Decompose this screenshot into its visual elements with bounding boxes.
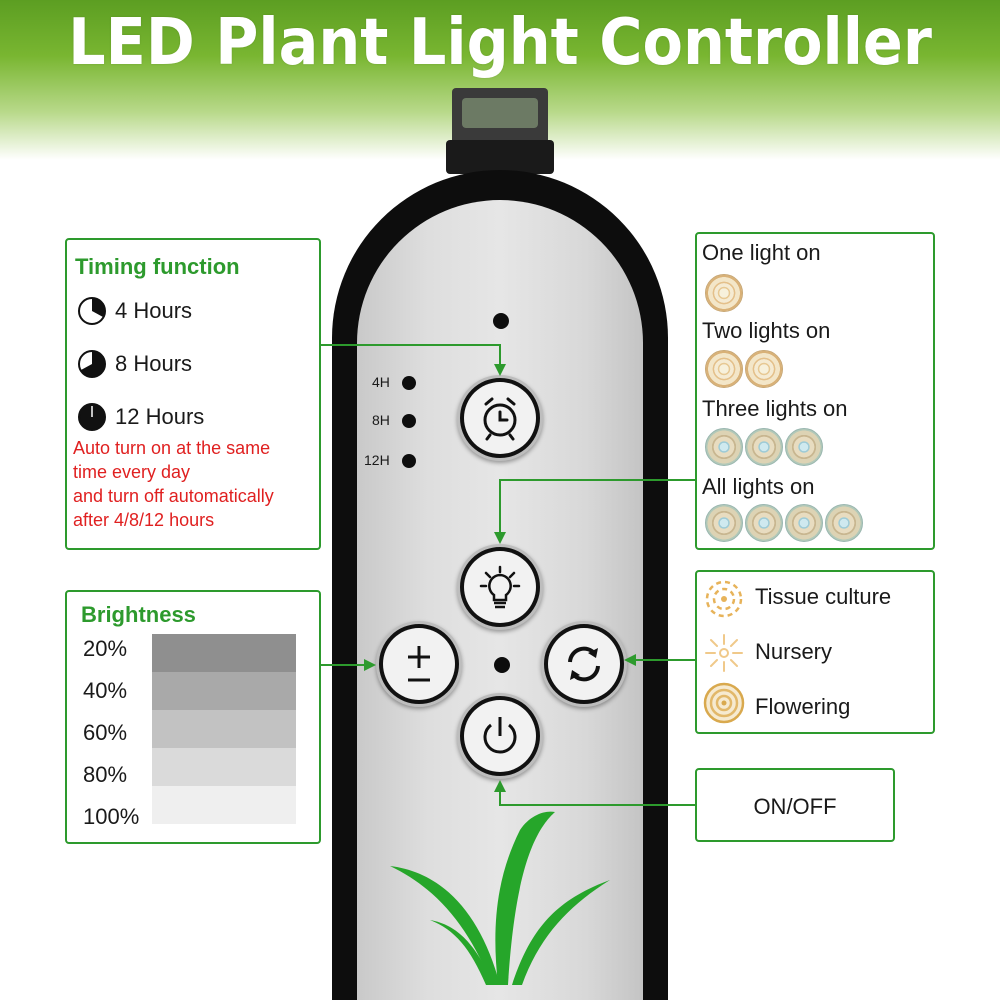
brightness-level-40: 40%	[83, 678, 128, 703]
brightness-level-100: 100%	[83, 804, 140, 829]
timing-panel: Timing function 4 Hours 8 Hours 12 Hours…	[65, 238, 321, 550]
clock-12h-icon	[78, 403, 106, 431]
mode-label-tissue-culture: Tissue culture	[755, 584, 892, 609]
led-cool	[785, 428, 823, 466]
led-warm	[705, 350, 743, 388]
power-icon	[483, 717, 517, 754]
page-title: LED Plant Light Controller	[68, 6, 932, 80]
brightness-level-80: 80%	[83, 762, 128, 787]
brightness-swatch-60	[152, 710, 296, 748]
led-warm	[705, 274, 743, 312]
light-count-button[interactable]	[457, 544, 543, 630]
led-warm	[745, 350, 783, 388]
light-count-label-one: One light on	[702, 240, 821, 265]
brightness-swatch-100	[152, 786, 296, 824]
timing-note-line-2: time every day	[73, 462, 191, 482]
timer-label-4h: 4H	[372, 374, 390, 390]
light-count-label-all: All lights on	[702, 474, 815, 499]
clock-4h-icon	[78, 297, 106, 325]
led-cool	[825, 504, 863, 542]
flowering-icon	[703, 682, 745, 724]
light-count-button-face	[464, 551, 536, 623]
plus-minus-icon	[408, 646, 430, 682]
light-count-panel: One light on Two lights on Three lights …	[695, 232, 935, 550]
onoff-panel: ON/OFF	[695, 768, 895, 842]
timing-note-line-4: after 4/8/12 hours	[73, 510, 215, 530]
mode-panel: Tissue culture Nursery Flowering	[695, 570, 935, 734]
mode-label-nursery: Nursery	[755, 639, 833, 664]
light-row-all	[705, 504, 863, 542]
power-button[interactable]	[457, 693, 543, 779]
timer-label-8h: 8H	[372, 412, 390, 428]
led-cool	[745, 504, 783, 542]
timer-label-12h: 12H	[364, 452, 390, 468]
center-indicator-dot	[494, 657, 510, 673]
cable-collar	[446, 140, 554, 174]
light-count-label-two: Two lights on	[702, 318, 831, 343]
timing-option-4h: 4 Hours	[115, 298, 193, 323]
brightness-heading: Brightness	[81, 602, 196, 627]
mode-cycle-button[interactable]	[541, 621, 627, 707]
timing-note-line-1: Auto turn on at the same	[73, 438, 271, 458]
brightness-button[interactable]	[376, 621, 462, 707]
timer-button[interactable]	[457, 375, 543, 461]
status-indicator-dot	[493, 313, 509, 329]
mode-cycle-button-face	[548, 628, 620, 700]
led-cool	[705, 504, 743, 542]
timer-dot-8h	[402, 414, 416, 428]
led-cool	[705, 428, 743, 466]
timing-option-12h: 12 Hours	[115, 404, 205, 429]
tissue-culture-icon	[705, 580, 743, 618]
brightness-swatch-20	[152, 634, 296, 672]
light-row-one	[705, 274, 743, 312]
light-bulb-icon	[479, 565, 521, 609]
timer-dot-4h	[402, 376, 416, 390]
onoff-label: ON/OFF	[753, 794, 837, 819]
timing-heading: Timing function	[75, 254, 240, 279]
timing-option-8h: 8 Hours	[115, 351, 193, 376]
brightness-level-60: 60%	[83, 720, 128, 745]
timer-dot-12h	[402, 454, 416, 468]
led-cool	[785, 504, 823, 542]
clock-8h-icon	[78, 350, 106, 378]
led-cool	[745, 428, 783, 466]
light-count-label-three: Three lights on	[702, 396, 848, 421]
mode-label-flowering: Flowering	[755, 694, 851, 719]
refresh-cycle-icon	[568, 646, 600, 682]
brightness-swatch-80	[152, 748, 296, 786]
cable-connector	[462, 98, 538, 128]
timing-note-line-3: and turn off automatically	[73, 486, 274, 506]
brightness-level-20: 20%	[83, 636, 128, 661]
timer-button-face	[464, 382, 536, 454]
brightness-swatch-40	[152, 672, 296, 710]
light-row-two	[705, 350, 783, 388]
power-button-face	[464, 700, 536, 772]
nursery-icon	[705, 634, 743, 672]
light-row-three	[705, 428, 823, 466]
alarm-clock-icon	[483, 397, 517, 441]
brightness-button-face	[383, 628, 455, 700]
